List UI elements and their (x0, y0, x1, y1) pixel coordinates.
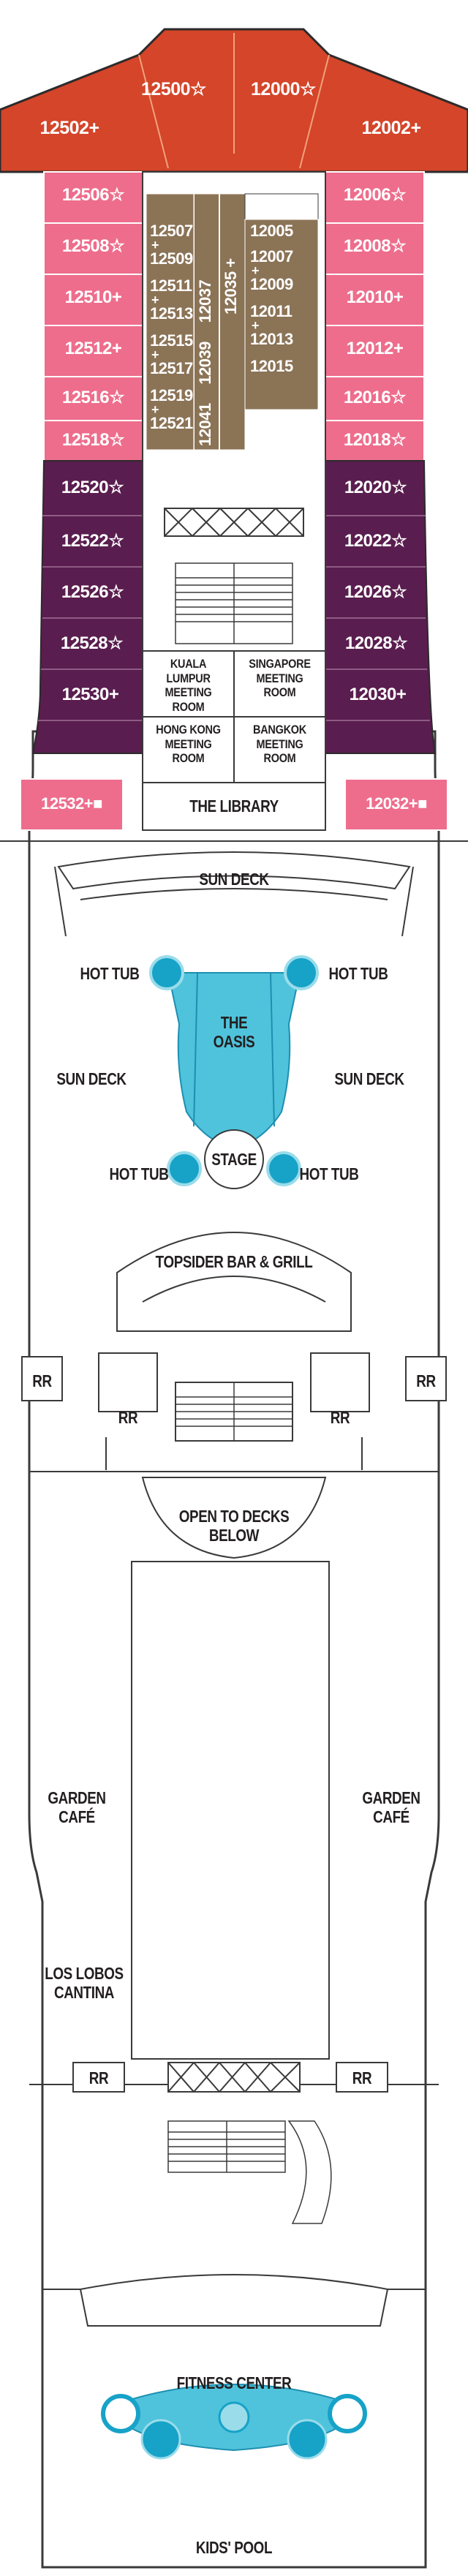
bangkok-meeting-room[interactable]: BANGKOK MEETING ROOM (253, 723, 306, 766)
cabin-12520[interactable]: 12520☆ (61, 478, 124, 497)
cabin-12005[interactable]: 12005 (250, 222, 293, 240)
cabin-12028[interactable]: 12028☆ (344, 633, 408, 653)
kids-pool[interactable]: KIDS' POOL (195, 2538, 273, 2557)
hot-tub-top-right[interactable]: HOT TUB (328, 964, 388, 983)
cabin-12008[interactable]: 12008☆ (343, 236, 407, 256)
los-lobos-cantina[interactable]: LOS LOBOS CANTINA (45, 1964, 124, 2003)
cabin-12009[interactable]: 12009 (250, 275, 293, 293)
plus-marker: + (151, 402, 159, 417)
kuala-lumpur-meeting-room[interactable]: KUALA LUMPUR MEETING ROOM (165, 657, 212, 714)
cabin-12013[interactable]: 12013 (250, 330, 293, 348)
cabin-12507[interactable]: 12507 (150, 222, 193, 240)
plus-marker: + (151, 293, 159, 307)
cabin-12511[interactable]: 12511 (150, 276, 192, 295)
cabin-12016[interactable]: 12016☆ (343, 388, 407, 407)
cabin-12500[interactable]: 12500☆ (141, 79, 206, 99)
cabins-12037-12041[interactable]: 12041 12039 12037 (196, 279, 214, 446)
sun-deck-right[interactable]: SUN DECK (334, 1069, 404, 1088)
restroom-side-right[interactable]: RR (416, 1371, 436, 1390)
stage[interactable]: STAGE (211, 1150, 257, 1169)
sun-deck-left[interactable]: SUN DECK (56, 1069, 127, 1088)
cabin-12513[interactable]: 12513 (150, 304, 193, 323)
cabin-12528[interactable]: 12528☆ (60, 633, 124, 653)
restroom-inner-right[interactable]: RR (330, 1408, 350, 1427)
singapore-meeting-room[interactable]: SINGAPORE MEETING ROOM (249, 657, 311, 700)
cabin-12502[interactable]: 12502+ (39, 118, 99, 138)
garden-cafe-right[interactable]: GARDEN CAFÉ (362, 1788, 420, 1827)
cabin-12515[interactable]: 12515 (150, 331, 193, 350)
cabin-12518[interactable]: 12518☆ (61, 430, 125, 450)
cabin-12526[interactable]: 12526☆ (61, 582, 124, 602)
cabin-12522[interactable]: 12522☆ (61, 531, 124, 551)
cabin-12521[interactable]: 12521 (150, 414, 193, 432)
cabin-12508[interactable]: 12508☆ (61, 236, 125, 256)
cabin-12030[interactable]: 12030+ (349, 685, 407, 704)
restroom-inner-left[interactable]: RR (118, 1408, 138, 1427)
restroom-aft-right[interactable]: RR (352, 2068, 372, 2087)
cabin-12510[interactable]: 12510+ (64, 287, 122, 307)
cabin-12506[interactable]: 12506☆ (61, 185, 125, 205)
plus-marker: + (252, 263, 260, 278)
cabin-12532[interactable]: 12532+■ (41, 794, 102, 813)
cabin-12035[interactable]: 12035 + (222, 258, 240, 315)
cabin-12000[interactable]: 12000☆ (251, 79, 316, 99)
hot-tub-top-left[interactable]: HOT TUB (80, 964, 140, 983)
the-oasis-pool[interactable]: THE OASIS (213, 1013, 255, 1052)
hong-kong-meeting-room[interactable]: HONG KONG MEETING ROOM (156, 723, 221, 766)
cabin-12026[interactable]: 12026☆ (344, 582, 407, 602)
open-to-decks-below: OPEN TO DECKS BELOW (178, 1507, 290, 1545)
cabin-12006[interactable]: 12006☆ (343, 185, 407, 205)
topsider-bar-grill[interactable]: TOPSIDER BAR & GRILL (155, 1252, 313, 1271)
cabin-12032[interactable]: 12032+■ (366, 794, 427, 813)
cabin-12517[interactable]: 12517 (150, 359, 193, 377)
plus-marker: + (151, 238, 159, 252)
cabin-12519[interactable]: 12519 (150, 386, 193, 404)
hot-tub-bottom-right[interactable]: HOT TUB (299, 1164, 359, 1183)
cabin-12002[interactable]: 12002+ (361, 118, 421, 138)
cabin-12015[interactable]: 12015 (250, 357, 293, 375)
sun-deck-forward[interactable]: SUN DECK (199, 870, 269, 889)
the-library[interactable]: THE LIBRARY (189, 796, 279, 816)
garden-cafe-left[interactable]: GARDEN CAFÉ (48, 1788, 106, 1827)
cabin-12509[interactable]: 12509 (150, 249, 193, 268)
plus-marker: + (151, 347, 159, 362)
restroom-side-left[interactable]: RR (32, 1371, 52, 1390)
cabin-12018[interactable]: 12018☆ (343, 430, 407, 450)
stairs-forward (175, 562, 293, 644)
plus-marker: + (252, 318, 260, 333)
fitness-center[interactable]: FITNESS CENTER (176, 2373, 292, 2392)
cabin-12012[interactable]: 12012+ (346, 339, 404, 358)
cabin-12020[interactable]: 12020☆ (344, 478, 407, 497)
cabin-12011[interactable]: 12011 (250, 302, 292, 320)
restroom-aft-left[interactable]: RR (88, 2068, 109, 2087)
cabin-12010[interactable]: 12010+ (346, 287, 404, 307)
hot-tub-bottom-left[interactable]: HOT TUB (109, 1164, 169, 1183)
cabin-12512[interactable]: 12512+ (64, 339, 122, 358)
cabin-12007[interactable]: 12007 (250, 247, 293, 265)
cabin-12530[interactable]: 12530+ (61, 685, 119, 704)
cabin-12516[interactable]: 12516☆ (61, 388, 125, 407)
cabin-12022[interactable]: 12022☆ (344, 531, 407, 551)
